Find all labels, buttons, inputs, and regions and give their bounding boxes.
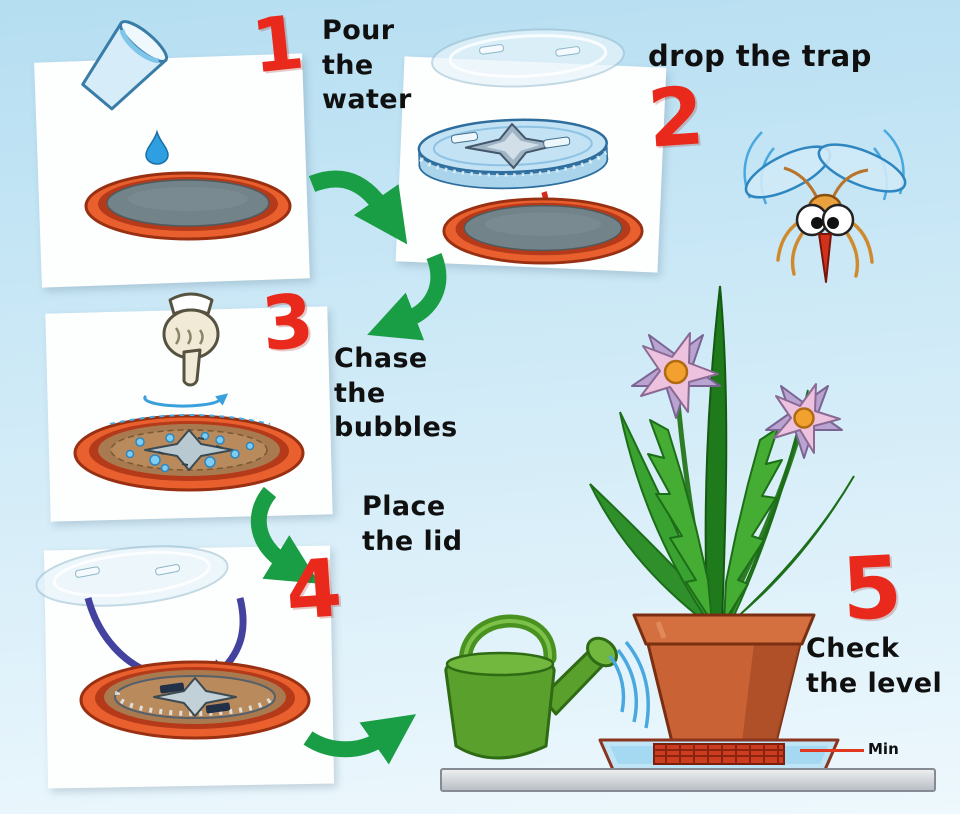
saucer-step-4 [79,660,311,740]
saucer-step-3 [73,414,305,492]
pot-icon [632,613,816,744]
saucer-step-2 [442,197,644,265]
pointing-hand-icon [162,292,220,387]
step-5-number: 5 [839,537,905,641]
arrow-step-4-5-icon [303,714,417,765]
cup-icon [81,20,169,111]
step-1-number: 1 [247,0,308,91]
step-2-number: 2 [644,69,707,166]
step-3-number: 3 [258,277,318,369]
trap-disc-icon [417,118,609,190]
swirl-icon [143,393,229,408]
step-2-label: drop the trap [648,39,872,73]
lid-step-4-icon [35,545,229,607]
step-4-number: 4 [282,541,345,638]
arrow-step-2-3-icon [367,253,447,341]
step-3-label: Chase the bubbles [334,343,458,444]
water-spray-icon [608,640,650,729]
watering-can-icon [444,614,650,760]
step-1-label: Pour the water [322,15,412,116]
arrow-step-1-2-icon [308,170,408,245]
saucer-step-1 [84,171,292,241]
arrow-step-3-4-icon [250,486,320,584]
plant-icon [589,285,855,626]
flower-1 [631,332,721,419]
flower-2 [765,383,843,459]
water-drop-icon [145,129,169,165]
step-5-label: Check the level [806,633,943,699]
min-level-line [800,749,864,752]
step-4-label: Place the lid [362,491,463,557]
pot-saucer-icon [598,738,840,774]
base-platform [440,768,936,792]
mosquito-icon [743,129,907,283]
lid-step-2-icon [431,28,625,88]
min-level-label: Min [868,740,899,758]
